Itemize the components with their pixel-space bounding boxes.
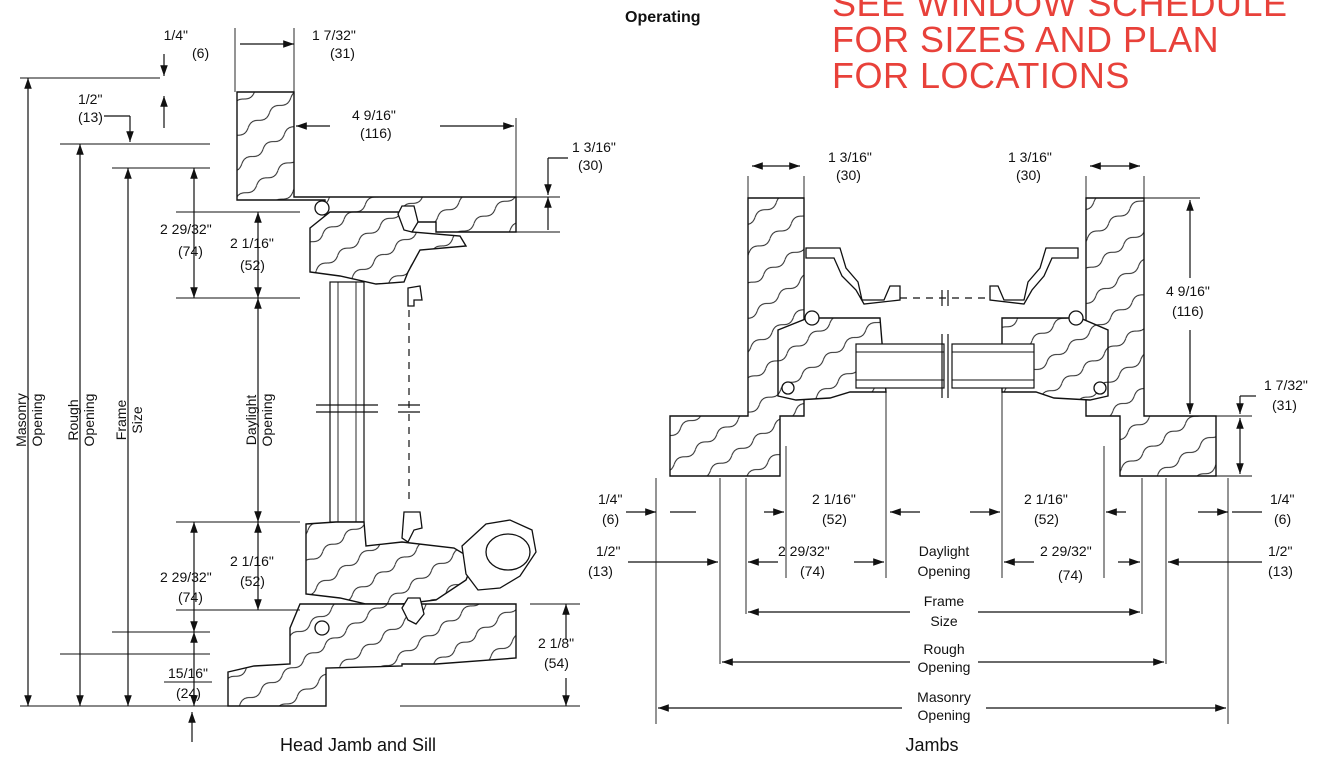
sill-sash-profile [305,521,475,605]
frame-size-label: Size [129,406,145,433]
dim-text: 1 7/32" [312,27,356,43]
dim-text: (74) [1058,567,1083,583]
jambs-section: 1 3/16" (30) 1 3/16" (30) 4 9/16" (116) … [588,149,1308,755]
note-line-3: FOR LOCATIONS [832,55,1130,96]
dim-text: 4 9/16" [352,107,396,123]
dim-text: (13) [78,109,103,125]
dim-text: (74) [800,563,825,579]
note-line-1: SEE WINDOW SCHEDULE [832,0,1288,24]
dim-text: (54) [544,655,569,671]
dim-text: (52) [1034,511,1059,527]
dim-text: 1/4" [164,27,188,43]
jamb-masonry-label: Masonry [917,689,971,705]
head-sill-caption: Head Jamb and Sill [280,735,436,755]
right-jamb-hardware [989,247,1079,305]
dim-text: (6) [1274,511,1291,527]
dim-text: 1/2" [596,543,620,559]
head-weatherstrip [397,205,419,233]
dim-text: 2 29/32" [160,221,212,237]
masonry-opening-label: Masonry [13,393,29,447]
dim-text: (74) [178,589,203,605]
dim-text: 2 1/16" [230,235,274,251]
dim-text: (24) [176,685,201,701]
sill-seal [314,620,330,636]
glazing-unit [329,281,365,523]
dim-text: 1/4" [1270,491,1294,507]
dim-text: (52) [822,511,847,527]
dim-text: (116) [360,125,392,141]
dim-text: 1/2" [1268,543,1292,559]
dim-text: 15/16" [168,665,208,681]
dim-text: 1 3/16" [572,139,616,155]
jamb-rough-label: Rough [923,641,964,657]
jamb-frame-label: Size [930,613,957,629]
head-jamb-and-sill-section: 1/4" (6) 1 7/32" (31) 1/2" (13) 4 9/16" … [13,27,616,755]
left-jamb-hardware [805,247,901,305]
dim-text: 2 29/32" [160,569,212,585]
dim-text: (116) [1172,303,1204,319]
dim-text: 2 29/32" [1040,543,1092,559]
dim-text: 4 9/16" [1166,283,1210,299]
note-line-2: FOR SIZES AND PLAN [832,19,1220,60]
dim-text: 1/4" [598,491,622,507]
dim-text: 1 7/32" [1264,377,1308,393]
dim-text: (31) [330,45,355,61]
dim-text: 1 3/16" [1008,149,1052,165]
dim-text: (74) [178,243,203,259]
dim-text: (13) [1268,563,1293,579]
dim-text: (52) [240,573,265,589]
dim-text: 1/2" [78,91,102,107]
dim-text: (30) [836,167,861,183]
jamb-daylight-label: Opening [918,563,971,579]
rough-opening-label: Rough [65,399,81,440]
dim-text: (30) [578,157,603,173]
dim-text: (52) [240,257,265,273]
jamb-rough-label: Opening [918,659,971,675]
jambs-caption: Jambs [905,735,958,755]
daylight-opening-label: Daylight [243,395,259,446]
frame-size-label: Frame [113,400,129,441]
rough-opening-label: Opening [81,394,97,447]
operating-label: Operating [625,9,701,26]
right-glazing [951,343,1035,389]
schedule-note: SEE WINDOW SCHEDULE FOR SIZES AND PLAN F… [832,0,1323,104]
dim-text: (6) [192,45,209,61]
dim-text: (31) [1272,397,1297,413]
jamb-frame-label: Frame [924,593,965,609]
head-frame-wood [236,91,517,233]
dim-text: 2 1/16" [812,491,856,507]
left-jamb-wood [669,197,805,477]
daylight-opening-label: Opening [259,394,275,447]
dim-text: 1 3/16" [828,149,872,165]
dim-text: 2 29/32" [778,543,830,559]
sill-frame-wood [227,603,517,707]
jamb-daylight-label: Daylight [919,543,970,559]
dim-text: 2 1/16" [230,553,274,569]
left-glazing [855,343,945,389]
dim-text: (6) [602,511,619,527]
dim-text: (30) [1016,167,1041,183]
sill-clip [401,511,423,543]
masonry-opening-label: Opening [29,394,45,447]
head-seal [314,200,330,216]
head-sash-profile [309,211,468,285]
head-clip [407,285,423,307]
dim-text: (13) [588,563,613,579]
dim-text: 2 1/8" [538,635,574,651]
dim-text: 2 1/16" [1024,491,1068,507]
jamb-masonry-label: Opening [918,707,971,723]
